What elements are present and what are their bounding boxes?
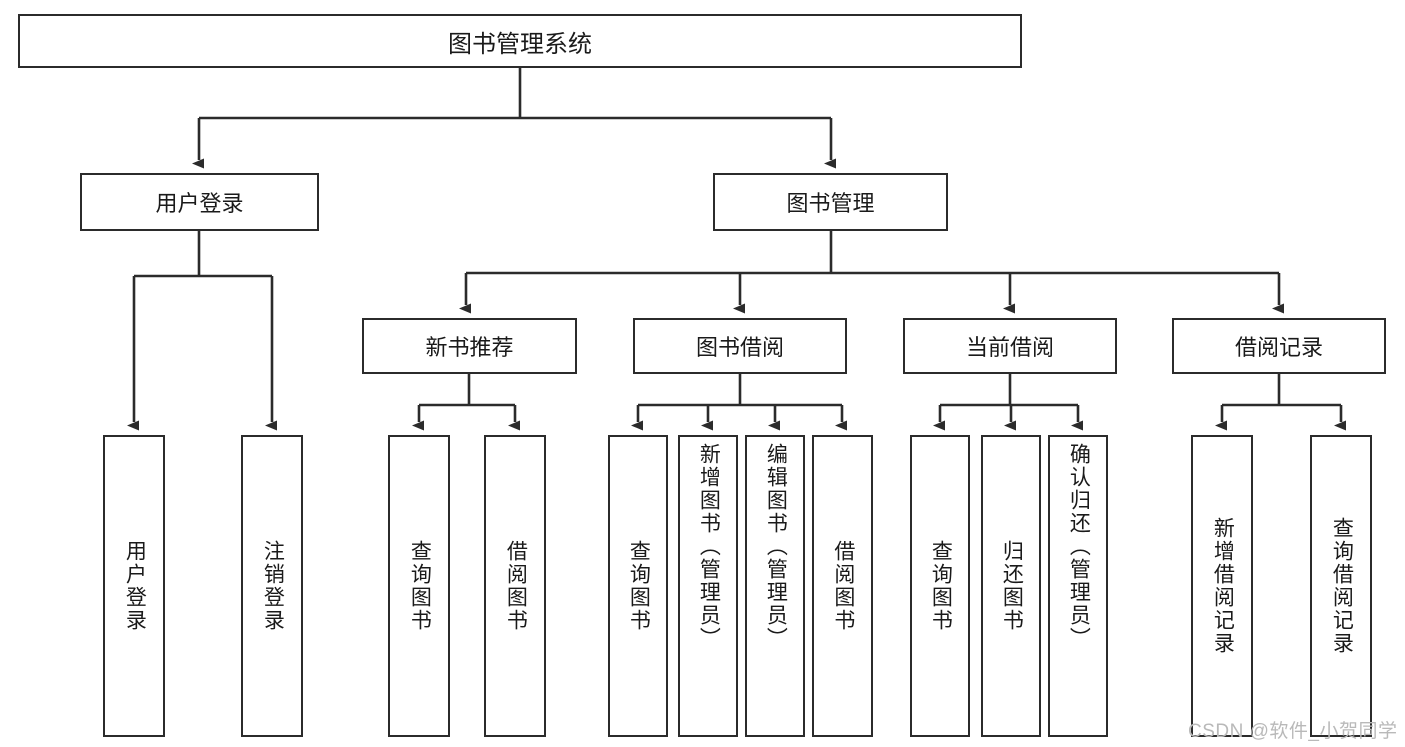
node-leaf-confirm-return[interactable]: 确认归还（管理员） — [1048, 435, 1108, 737]
node-leaf-query-record-label: 查询借阅记录 — [1330, 517, 1354, 655]
node-leaf-user-logout-label: 注销登录 — [261, 540, 285, 632]
node-leaf-query-book-1[interactable]: 查询图书 — [388, 435, 450, 737]
node-book-borrow-label: 图书借阅 — [695, 335, 784, 360]
node-leaf-user-login[interactable]: 用户登录 — [103, 435, 165, 737]
node-leaf-query-book-3-label: 查询图书 — [929, 540, 953, 632]
node-new-book-recommend-label: 新书推荐 — [425, 335, 514, 360]
node-leaf-return-book-label: 归还图书 — [1000, 540, 1024, 632]
node-borrow-record-label: 借阅记录 — [1234, 335, 1323, 360]
node-leaf-query-book-3[interactable]: 查询图书 — [910, 435, 970, 737]
node-leaf-edit-book-admin-label: 编辑图书（管理员） — [764, 443, 788, 650]
node-leaf-edit-book-admin[interactable]: 编辑图书（管理员） — [745, 435, 805, 737]
watermark: CSDN @软件_小贺同学 — [1188, 721, 1398, 742]
node-root[interactable]: 图书管理系统 — [18, 14, 1022, 68]
node-leaf-query-book-1-label: 查询图书 — [408, 540, 432, 632]
node-user-login[interactable]: 用户登录 — [80, 173, 319, 231]
node-leaf-add-book-admin[interactable]: 新增图书（管理员） — [678, 435, 738, 737]
node-leaf-borrow-book-2[interactable]: 借阅图书 — [812, 435, 873, 737]
node-borrow-record[interactable]: 借阅记录 — [1172, 318, 1386, 374]
node-current-borrow-label: 当前借阅 — [965, 335, 1054, 360]
node-leaf-borrow-book-1[interactable]: 借阅图书 — [484, 435, 546, 737]
node-leaf-query-book-2-label: 查询图书 — [627, 540, 651, 632]
node-leaf-return-book[interactable]: 归还图书 — [981, 435, 1041, 737]
node-leaf-query-book-2[interactable]: 查询图书 — [608, 435, 668, 737]
node-leaf-borrow-book-1-label: 借阅图书 — [504, 540, 528, 632]
node-book-borrow[interactable]: 图书借阅 — [633, 318, 847, 374]
node-new-book-recommend[interactable]: 新书推荐 — [362, 318, 577, 374]
node-leaf-add-book-admin-label: 新增图书（管理员） — [697, 443, 721, 650]
node-leaf-borrow-book-2-label: 借阅图书 — [831, 540, 855, 632]
node-leaf-user-logout[interactable]: 注销登录 — [241, 435, 303, 737]
node-book-manage-label: 图书管理 — [786, 191, 875, 216]
node-leaf-user-login-label: 用户登录 — [123, 540, 147, 632]
node-user-login-label: 用户登录 — [155, 191, 244, 216]
node-current-borrow[interactable]: 当前借阅 — [903, 318, 1117, 374]
node-leaf-add-record-label: 新增借阅记录 — [1211, 517, 1235, 655]
node-leaf-confirm-return-label: 确认归还（管理员） — [1067, 443, 1091, 650]
node-leaf-add-record[interactable]: 新增借阅记录 — [1191, 435, 1253, 737]
node-book-manage[interactable]: 图书管理 — [713, 173, 948, 231]
node-leaf-query-record[interactable]: 查询借阅记录 — [1310, 435, 1372, 737]
node-root-label: 图书管理系统 — [448, 30, 592, 58]
